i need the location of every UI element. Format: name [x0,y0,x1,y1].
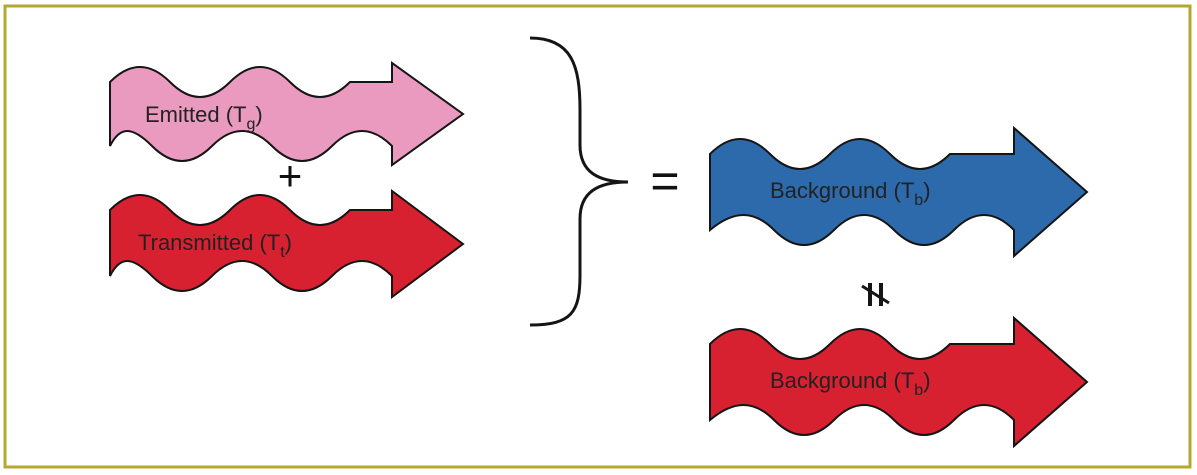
background-blue-label: Background (Tb) [770,178,931,209]
transmitted-label-close: ) [285,230,292,255]
emitted-label-subscript: g [246,116,255,133]
emitted-arrow [109,61,465,167]
equals-sign: = [650,153,679,209]
emitted-label-text: Emitted (T [145,102,246,127]
transmitted-label-text: Transmitted (T [138,230,280,255]
transmitted-arrow [109,189,465,299]
background-red-label-close: ) [923,368,930,393]
background-arrow-blue [709,125,1089,259]
not-equal-icon [861,283,890,306]
background-red-label-subscript: b [914,382,923,399]
transmitted-label-subscript: t [280,244,285,261]
transmitted-label: Transmitted (Tt) [138,230,292,261]
not-equal-slash [861,284,890,305]
plus-sign: + [278,152,303,199]
background-red-label: Background (Tb) [770,368,931,399]
emitted-label-close: ) [255,102,262,127]
background-red-label-text: Background (T [770,368,914,393]
background-arrow-red [709,315,1089,449]
curly-brace [529,36,629,327]
background-blue-label-subscript: b [914,192,923,209]
background-blue-label-text: Background (T [770,178,914,203]
background-blue-label-close: ) [923,178,930,203]
emitted-label: Emitted (Tg) [145,102,263,133]
